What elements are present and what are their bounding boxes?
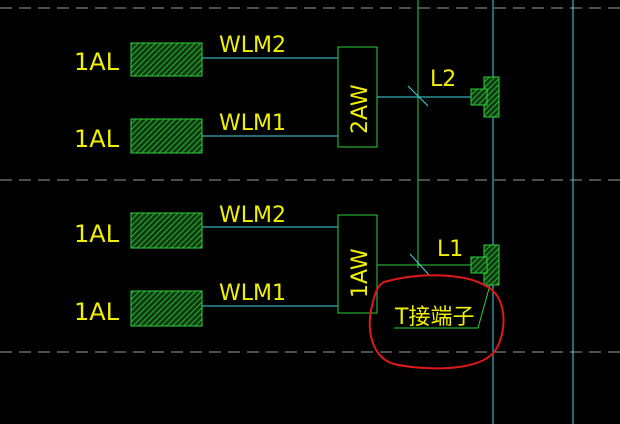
annotation-leader bbox=[394, 284, 491, 329]
panel-block-3[interactable] bbox=[130, 212, 203, 249]
vertical-lines bbox=[417, 0, 574, 424]
panel-label-2: 1AL bbox=[74, 125, 120, 153]
box-label-2aw: 2AW bbox=[348, 84, 373, 134]
circuit-label-1: WLM2 bbox=[219, 33, 286, 58]
panel-label-1: 1AL bbox=[74, 48, 120, 76]
circuit-label-4: WLM1 bbox=[219, 281, 286, 306]
annotation-circle bbox=[368, 274, 505, 370]
feeder-connections bbox=[377, 85, 473, 277]
panel-block-2[interactable] bbox=[130, 118, 203, 154]
annotation-text: T接端子 bbox=[394, 305, 474, 330]
circuit-label-3: WLM2 bbox=[219, 203, 286, 228]
panel-label-4: 1AL bbox=[74, 298, 120, 326]
panel-block-4[interactable] bbox=[130, 290, 203, 327]
panel-blocks bbox=[130, 42, 203, 327]
line-label-l1: L1 bbox=[437, 237, 463, 262]
box-label-1aw: 1AW bbox=[348, 248, 373, 298]
panel-block-1[interactable] bbox=[130, 42, 203, 77]
dashed-grid-lines bbox=[0, 7, 620, 353]
feeder-l1-tick bbox=[409, 253, 431, 277]
circuit-label-2: WLM1 bbox=[219, 111, 286, 136]
panel-label-3: 1AL bbox=[74, 220, 120, 248]
t-terminal-upper[interactable] bbox=[470, 76, 500, 118]
circuit-wires bbox=[202, 57, 338, 307]
feeder-l2-tick bbox=[407, 85, 429, 107]
line-label-l2: L2 bbox=[430, 67, 456, 92]
box-1aw[interactable] bbox=[337, 214, 378, 314]
t-terminal-lower[interactable] bbox=[470, 244, 500, 286]
